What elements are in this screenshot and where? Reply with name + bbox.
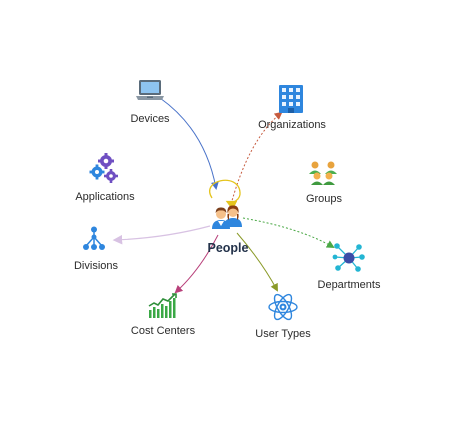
- node-label-devices[interactable]: Devices: [130, 113, 170, 125]
- edge-divisions: [112, 225, 211, 245]
- laptop-icon[interactable]: [136, 80, 164, 100]
- group-icon[interactable]: [309, 161, 337, 186]
- edge-organizations: [229, 111, 283, 209]
- chart-icon[interactable]: [148, 293, 177, 318]
- node-label-user-types[interactable]: User Types: [255, 328, 311, 340]
- edge-departments: [242, 217, 335, 248]
- edge-cost-centers: [174, 234, 219, 294]
- edge-self-loop: [209, 179, 241, 211]
- node-label-applications[interactable]: Applications: [75, 191, 135, 203]
- node-label-people[interactable]: People: [207, 241, 249, 255]
- node-label-groups[interactable]: Groups: [305, 193, 343, 205]
- network-icon[interactable]: [332, 243, 365, 272]
- hierarchy-icon[interactable]: [83, 226, 105, 251]
- node-label-cost-centers[interactable]: Cost Centers: [130, 325, 196, 337]
- people-icon[interactable]: [212, 205, 242, 229]
- node-label-organizations[interactable]: Organizations: [258, 119, 326, 131]
- node-label-divisions[interactable]: Divisions: [73, 260, 119, 272]
- building-icon[interactable]: [279, 85, 303, 113]
- node-label-departments[interactable]: Departments: [317, 279, 381, 291]
- edge-user-types: [236, 232, 278, 292]
- gears-icon[interactable]: [89, 153, 119, 183]
- edge-devices: [159, 97, 219, 190]
- atom-icon[interactable]: [268, 292, 298, 322]
